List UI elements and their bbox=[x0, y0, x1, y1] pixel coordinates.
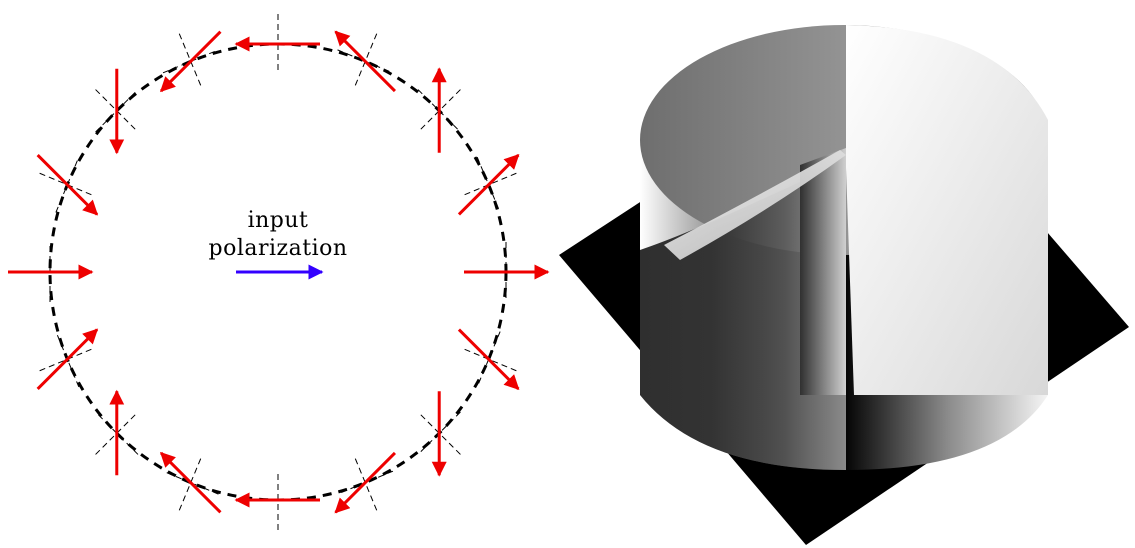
top-surface-high bbox=[846, 25, 1048, 395]
label-input: input bbox=[248, 208, 309, 233]
label-polarization: polarization bbox=[208, 236, 347, 261]
polarization-diagram: input polarization bbox=[8, 14, 550, 530]
output-arrow-11 bbox=[159, 451, 222, 514]
spiral-phase-surface bbox=[559, 25, 1129, 545]
phase-step bbox=[800, 148, 846, 395]
output-arrow-9 bbox=[36, 328, 99, 391]
output-arrow-3 bbox=[334, 30, 397, 93]
output-arrow-7 bbox=[36, 153, 99, 216]
output-arrows bbox=[8, 30, 550, 514]
output-arrow-13 bbox=[334, 451, 397, 514]
output-arrow-15 bbox=[457, 328, 520, 391]
output-arrow-5 bbox=[159, 30, 222, 93]
center-ridge bbox=[664, 150, 846, 260]
output-arrow-1 bbox=[457, 153, 520, 216]
